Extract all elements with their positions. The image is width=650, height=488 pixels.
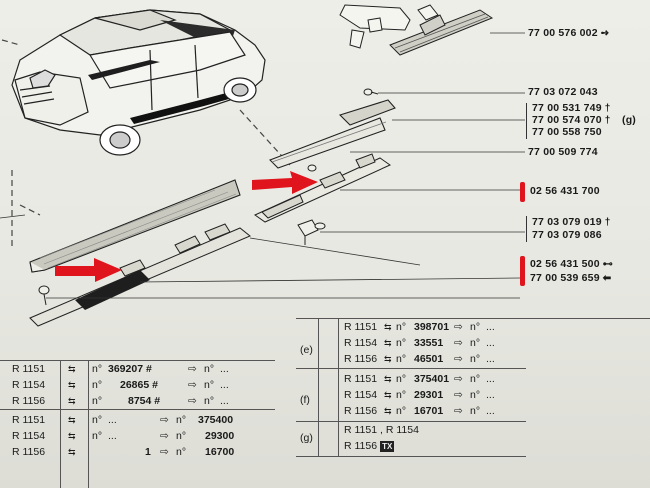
upper-trim-moulding — [269, 99, 396, 169]
arrow-right-icon: ⇨ — [188, 379, 197, 391]
gearbox-icon: ⇆ — [68, 431, 76, 441]
arrow-right-icon: ⇨ — [160, 414, 169, 426]
arrow-right-icon: ⇨ — [454, 353, 463, 365]
gearbox-icon: ⇆ — [68, 364, 76, 374]
screw-center — [307, 164, 317, 172]
gearbox-icon: ⇆ — [384, 374, 392, 384]
red-highlight-mark-1 — [520, 182, 525, 202]
part-number-trim-c: 77 00 558 750 — [532, 126, 602, 138]
arrow-right-icon: ⇨ — [454, 337, 463, 349]
gearbox-icon: ⇆ — [68, 380, 76, 390]
screw-clip-left — [38, 285, 50, 306]
part-number-upper-moulding: 77 00 509 774 — [528, 146, 598, 158]
screw-top — [363, 88, 379, 96]
red-arrow-lower — [55, 258, 122, 282]
arrow-right-icon: ⇨ — [454, 321, 463, 333]
part-number-clip-rail-lower: 02 56 431 500⊷ — [530, 258, 613, 270]
gearbox-icon: ⇆ — [384, 338, 392, 348]
part-number-screw: 77 03 072 043 — [528, 86, 598, 98]
car-illustration — [1, 9, 291, 250]
gearbox-icon: ⇆ — [384, 390, 392, 400]
tx-badge: TX — [380, 441, 395, 452]
part-number-handle: 77 00 576 002➺ — [528, 27, 610, 39]
arrow-right-icon: ⇨ — [454, 373, 463, 385]
gearbox-icon: ⇆ — [384, 354, 392, 364]
gearbox-icon: ⇆ — [384, 322, 392, 332]
arrow-right-icon: ⇨ — [454, 405, 463, 417]
bracket-line-1 — [526, 103, 527, 139]
part-number-trim-b: 77 00 574 070† — [532, 114, 611, 126]
part-number-fastener-b: 77 03 079 086 — [532, 229, 602, 241]
gearbox-icon: ⇆ — [68, 447, 76, 457]
gearbox-icon: ⇆ — [384, 406, 392, 416]
group-label-g: (g) — [300, 432, 313, 444]
arrow-right-icon: ⇨ — [454, 389, 463, 401]
arrow-right-icon: ⇨ — [160, 430, 169, 442]
part-number-clip-rail-upper: 02 56 431 700 — [530, 185, 600, 197]
group-label-e: (e) — [300, 344, 313, 356]
key-arrow-icon: ⊷ — [602, 259, 613, 270]
part-number-trim-suffix: (g) — [622, 114, 637, 126]
group-label-f: (f) — [300, 394, 310, 406]
part-number-trim-a: 77 00 531 749† — [532, 102, 611, 114]
right-applicability-table: (e) R 1151 ⇆ n° 398701 ⇨ n° ... R 1154 ⇆… — [296, 318, 650, 488]
red-arrows — [55, 171, 318, 282]
upper-clip-rail — [253, 153, 392, 223]
part-number-sill-screw: 77 00 539 659⬅ — [530, 272, 612, 284]
door-handle-parts — [339, 4, 494, 56]
lower-clip-rail — [29, 223, 251, 327]
arrow-right-icon: ⇨ — [188, 363, 197, 375]
key-arrow-icon: ➺ — [600, 28, 610, 39]
arrow-right-icon: ⇨ — [188, 395, 197, 407]
part-number-fastener-a: 77 03 079 019† — [532, 216, 611, 228]
red-highlight-mark-2 — [520, 256, 525, 286]
gearbox-icon: ⇆ — [68, 396, 76, 406]
long-sill-moulding — [29, 179, 241, 273]
gearbox-icon: ⇆ — [68, 415, 76, 425]
arrow-left-icon: ⬅ — [602, 273, 612, 284]
fastener-clip — [297, 219, 326, 245]
bracket-line-2 — [526, 216, 527, 242]
leader-lines — [0, 32, 525, 299]
red-arrow-upper — [252, 171, 318, 194]
arrow-right-icon: ⇨ — [160, 446, 169, 458]
left-applicability-table: R 1151 ⇆ n° 369207 # ⇨ n° ... R 1154 ⇆ n… — [0, 360, 275, 488]
